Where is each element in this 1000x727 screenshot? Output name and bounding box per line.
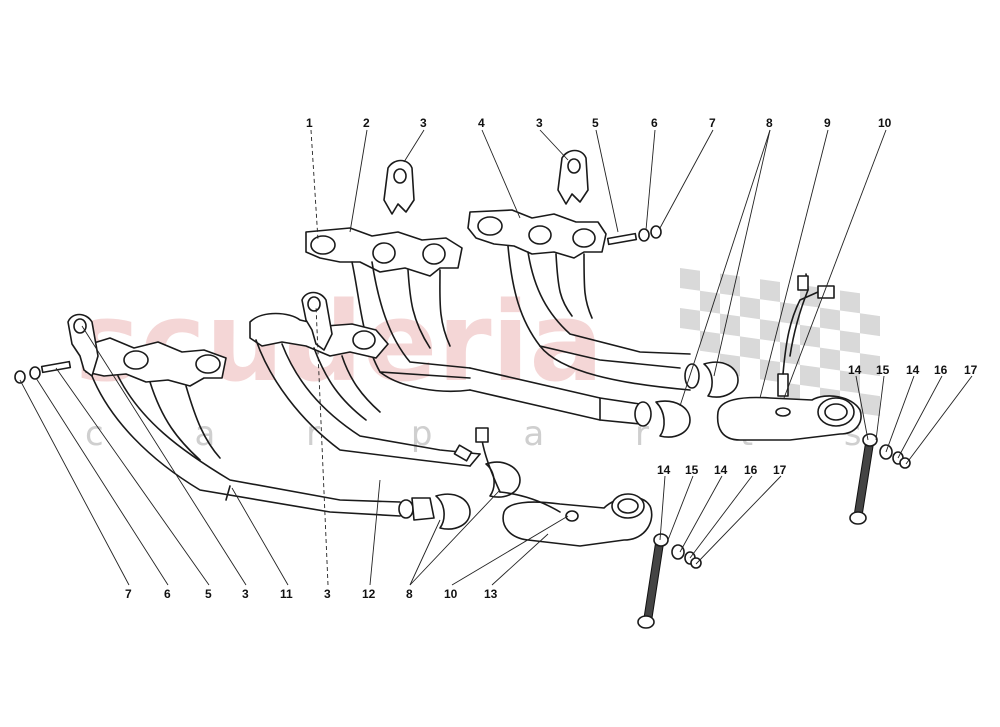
callout-b-6: 6 (164, 587, 171, 601)
callout-sl-16: 16 (744, 463, 758, 477)
labels-strap-right: 14 15 14 16 17 (848, 363, 978, 377)
callout-5: 5 (592, 116, 599, 130)
callout-3b: 3 (536, 116, 543, 130)
callout-4: 4 (478, 116, 485, 130)
callout-sr-16: 16 (934, 363, 948, 377)
callout-b-12: 12 (362, 587, 376, 601)
labels-top: 1 2 3 4 3 5 6 7 8 9 10 (306, 116, 892, 130)
bracket-lower-left (67, 313, 99, 377)
upper-manifold-left (305, 227, 691, 438)
catalyst-pipe-left (453, 427, 653, 547)
callout-sr-14: 14 (848, 363, 862, 377)
callout-b-13: 13 (484, 587, 498, 601)
callout-b-3b: 3 (324, 587, 331, 601)
callout-sr-15: 15 (876, 363, 890, 377)
labels-bottom: 7 6 5 3 11 3 12 8 10 13 (125, 587, 498, 601)
bracket-lower-right (301, 291, 333, 351)
upper-manifold-right (467, 209, 739, 398)
callout-8: 8 (766, 116, 773, 130)
callout-sr-17: 17 (964, 363, 978, 377)
callout-10: 10 (878, 116, 892, 130)
bracket-upper-right (557, 149, 589, 205)
lower-manifold-left (83, 337, 471, 530)
callout-b-7: 7 (125, 587, 132, 601)
leader-lines (19, 129, 973, 586)
callout-sr-14b: 14 (906, 363, 920, 377)
stud-nut-set-left (14, 360, 72, 384)
callout-sl-15: 15 (685, 463, 699, 477)
callout-2: 2 (363, 116, 370, 130)
callout-sl-14: 14 (657, 463, 671, 477)
bracket-upper-left (383, 159, 415, 215)
callout-3: 3 (420, 116, 427, 130)
catalyst-pipe-right (716, 273, 862, 441)
callout-b-11: 11 (280, 587, 293, 601)
callout-b-5: 5 (205, 587, 212, 601)
callout-sl-17: 17 (773, 463, 787, 477)
callout-b-8: 8 (406, 587, 413, 601)
callout-7: 7 (709, 116, 716, 130)
callout-6: 6 (651, 116, 658, 130)
stud-nut-set-right (606, 225, 662, 246)
callout-1: 1 (306, 116, 313, 130)
labels-strap-left: 14 15 14 16 17 (657, 463, 787, 477)
callout-b-3: 3 (242, 587, 249, 601)
callout-9: 9 (824, 116, 831, 130)
callout-b-10: 10 (444, 587, 458, 601)
ground-strap-left (637, 533, 702, 629)
callout-sl-14b: 14 (714, 463, 728, 477)
